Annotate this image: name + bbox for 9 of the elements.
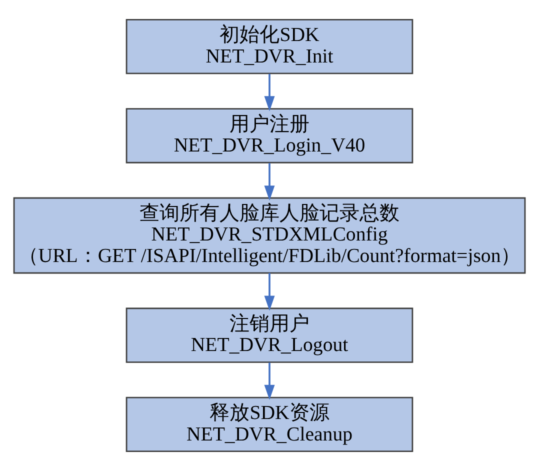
node-box: 查询所有人脸库人脸记录总数 NET_DVR_STDXMLConfig （URL：GET /ISAPI/Intelligent/FDLib/Count?format=json） [13,197,526,274]
arrow [264,74,275,112]
node-box: 释放SDK资源 NET_DVR_Cleanup [126,396,414,452]
arrow [264,273,275,311]
node-box: 注销用户 NET_DVR_Logout [126,308,414,363]
node-box: 初始化SDK NET_DVR_Init [126,18,414,74]
arrow [264,362,275,400]
node-box: 用户注册 NET_DVR_Login_V40 [126,108,414,164]
arrow [264,163,275,201]
